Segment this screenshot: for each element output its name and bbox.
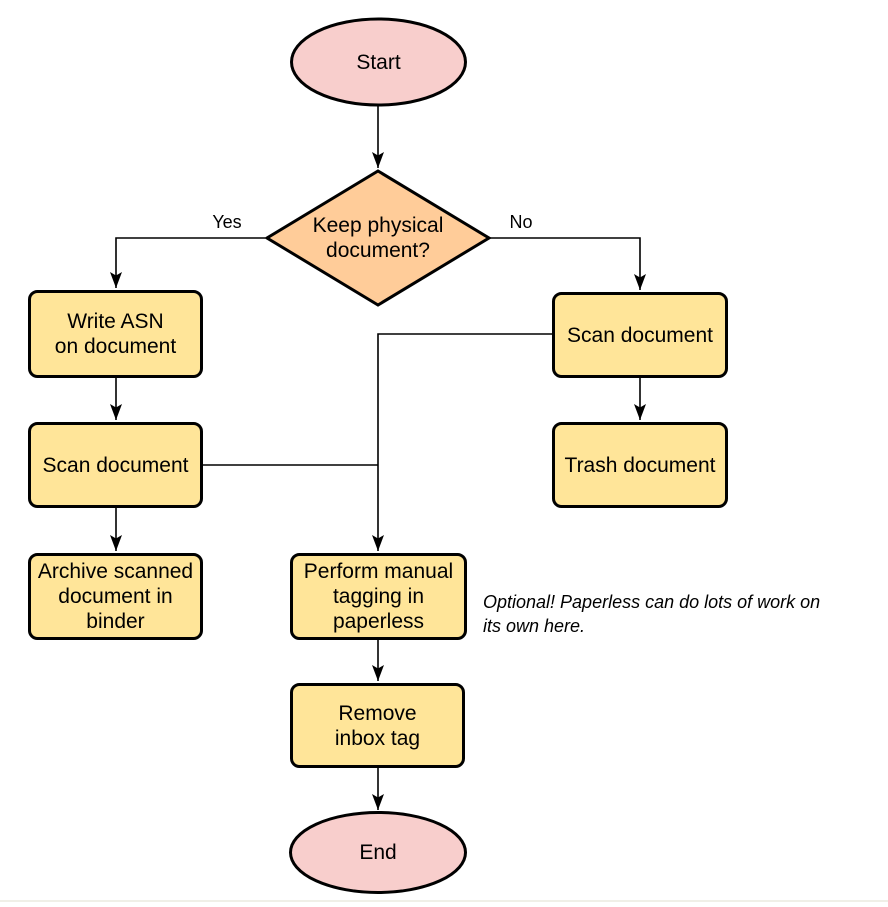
no-edge-label: No	[509, 212, 533, 232]
write-asn-node-shape	[28, 290, 203, 378]
scan-right-node-shape	[552, 292, 728, 378]
scan-left-node-shape	[28, 422, 203, 508]
edge-decision-yes-to-write-asn	[110, 237, 265, 288]
yes-edge-label: Yes	[212, 212, 242, 232]
end-node-shape	[289, 811, 467, 894]
start-node-shape	[290, 17, 467, 107]
perform-tagging-node-shape	[290, 553, 467, 640]
remove-inbox-node-shape	[290, 683, 465, 768]
trash-node-shape	[552, 422, 728, 508]
page-bottom-divider	[0, 900, 888, 902]
edge-scan-right-to-perform-tagging	[372, 333, 552, 551]
note-text: Optional! Paperless can do lots of work …	[483, 592, 821, 636]
archive-node-shape	[28, 553, 203, 640]
decision-node-shape	[264, 169, 492, 307]
edge-decision-no-to-scan-right	[490, 237, 646, 290]
